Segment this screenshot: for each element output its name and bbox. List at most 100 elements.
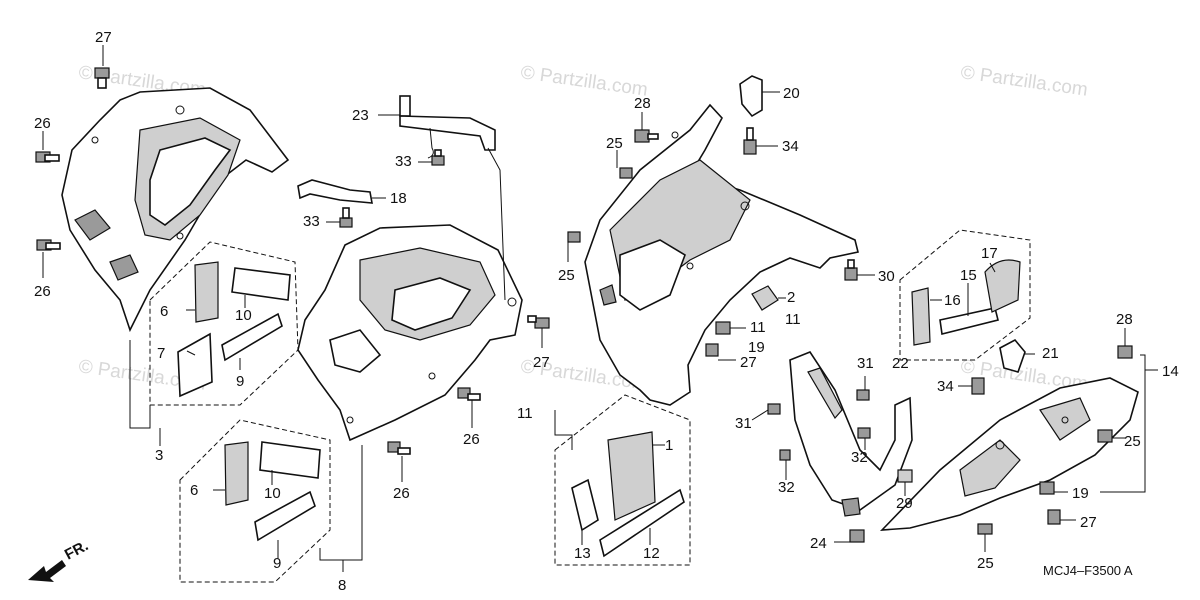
bolt-33-upper bbox=[418, 149, 445, 166]
callout-labels: 27 26 26 6 10 7 9 3 6 10 9 8 23 33 18 33… bbox=[34, 29, 1179, 594]
center-lower-cowl bbox=[584, 103, 859, 406]
bracket-23 bbox=[378, 95, 506, 301]
callout-26: 26 bbox=[34, 283, 51, 300]
callout-20: 20 bbox=[783, 85, 800, 102]
callout-26: 26 bbox=[463, 431, 480, 448]
callout-34: 34 bbox=[782, 138, 799, 155]
bolt-31-b bbox=[751, 403, 781, 421]
callout-7: 7 bbox=[157, 345, 165, 362]
clip-29 bbox=[897, 469, 913, 496]
callout-6: 6 bbox=[190, 482, 198, 499]
bracket-line-14 bbox=[1100, 354, 1146, 493]
bolt-27-middle bbox=[527, 315, 550, 348]
callout-31: 31 bbox=[857, 355, 874, 372]
callout-33: 33 bbox=[303, 213, 320, 230]
callout-11: 11 bbox=[785, 311, 801, 328]
callout-26: 26 bbox=[393, 485, 410, 502]
callout-11: 11 bbox=[517, 405, 533, 422]
panel-set-11 bbox=[554, 394, 691, 566]
front-direction-label: FR. bbox=[62, 537, 91, 563]
bolt-25-right bbox=[1097, 429, 1126, 443]
bolt-33-lower bbox=[326, 207, 353, 228]
callout-2: 2 bbox=[787, 289, 795, 306]
callout-21: 21 bbox=[1042, 345, 1059, 362]
callout-30: 30 bbox=[878, 268, 895, 285]
callout-6: 6 bbox=[160, 303, 168, 320]
callout-27: 27 bbox=[740, 354, 757, 371]
callout-27: 27 bbox=[1080, 514, 1097, 531]
callout-22: 22 bbox=[892, 355, 909, 372]
panel-set-14 bbox=[899, 229, 1031, 361]
callout-8: 8 bbox=[338, 577, 346, 594]
bolt-25-mid bbox=[567, 231, 581, 262]
inner-cowl-upper bbox=[61, 87, 290, 333]
panel-set-3 bbox=[129, 241, 299, 446]
callout-10: 10 bbox=[264, 485, 281, 502]
callout-19: 19 bbox=[748, 339, 765, 356]
bolt-32-b bbox=[779, 449, 791, 480]
callout-14: 14 bbox=[1162, 363, 1179, 380]
inner-stay-22 bbox=[789, 351, 913, 517]
callout-27: 27 bbox=[95, 29, 112, 46]
callout-25: 25 bbox=[1124, 433, 1141, 450]
callout-32: 32 bbox=[778, 479, 795, 496]
callout-34: 34 bbox=[937, 378, 954, 395]
bolt-34-lower bbox=[958, 377, 985, 395]
callout-24: 24 bbox=[810, 535, 827, 552]
bolt-26-mid-lower bbox=[387, 441, 411, 482]
callout-9: 9 bbox=[236, 373, 244, 390]
bolt-26-left-upper bbox=[35, 131, 60, 163]
panel-set-8 bbox=[179, 419, 363, 583]
front-direction-arrow: FR. bbox=[28, 537, 91, 582]
callout-17: 17 bbox=[981, 245, 998, 262]
callout-32: 32 bbox=[851, 449, 868, 466]
callout-12: 12 bbox=[643, 545, 660, 562]
bolt-25-bottom bbox=[977, 523, 993, 552]
callout-26: 26 bbox=[34, 115, 51, 132]
callout-1: 1 bbox=[665, 437, 673, 454]
callout-16: 16 bbox=[944, 292, 961, 309]
callout-13: 13 bbox=[574, 545, 591, 562]
callout-11: 11 bbox=[750, 319, 766, 336]
grommet-19-right bbox=[1039, 481, 1068, 495]
bolt-24 bbox=[834, 529, 865, 543]
bolt-26-left-lower bbox=[36, 239, 61, 278]
bolt-27-center bbox=[705, 343, 736, 361]
bracket-21 bbox=[999, 338, 1035, 373]
pad-2 bbox=[751, 285, 786, 311]
callout-33: 33 bbox=[395, 153, 412, 170]
callout-10: 10 bbox=[235, 307, 252, 324]
callout-27: 27 bbox=[533, 354, 550, 371]
callout-29: 29 bbox=[896, 495, 913, 512]
callout-3: 3 bbox=[155, 447, 163, 464]
lower-cowl-right bbox=[879, 377, 1139, 531]
bracket-20 bbox=[739, 75, 780, 118]
bolt-32-a bbox=[857, 427, 871, 450]
bolt-34-top bbox=[743, 127, 778, 155]
callout-18: 18 bbox=[390, 190, 407, 207]
bolt-27-right bbox=[1047, 509, 1076, 525]
bolt-31-a bbox=[856, 376, 870, 401]
callout-23: 23 bbox=[352, 107, 369, 124]
callout-31: 31 bbox=[735, 415, 752, 432]
watermark: © Partzilla.com bbox=[959, 62, 1089, 101]
bracket-18 bbox=[297, 179, 386, 204]
grommet-19-mid bbox=[715, 321, 746, 335]
callout-19: 19 bbox=[1072, 485, 1089, 502]
drawing-code: MCJ4–F3500 A bbox=[1043, 563, 1133, 578]
bolt-27-top-left bbox=[94, 45, 110, 89]
callout-25: 25 bbox=[977, 555, 994, 572]
middle-cowl-left bbox=[297, 224, 523, 442]
callout-9: 9 bbox=[273, 555, 281, 572]
bolt-28-right bbox=[1117, 328, 1133, 359]
watermark: © Partzilla.com bbox=[519, 62, 649, 101]
bolt-26-mid-upper bbox=[457, 387, 481, 428]
bolt-30 bbox=[844, 259, 875, 281]
callout-15: 15 bbox=[960, 267, 977, 284]
bolt-25-top bbox=[616, 150, 633, 179]
callout-25: 25 bbox=[606, 135, 623, 152]
callout-25: 25 bbox=[558, 267, 575, 284]
callout-28: 28 bbox=[634, 95, 651, 112]
bolt-28-top bbox=[634, 112, 659, 143]
